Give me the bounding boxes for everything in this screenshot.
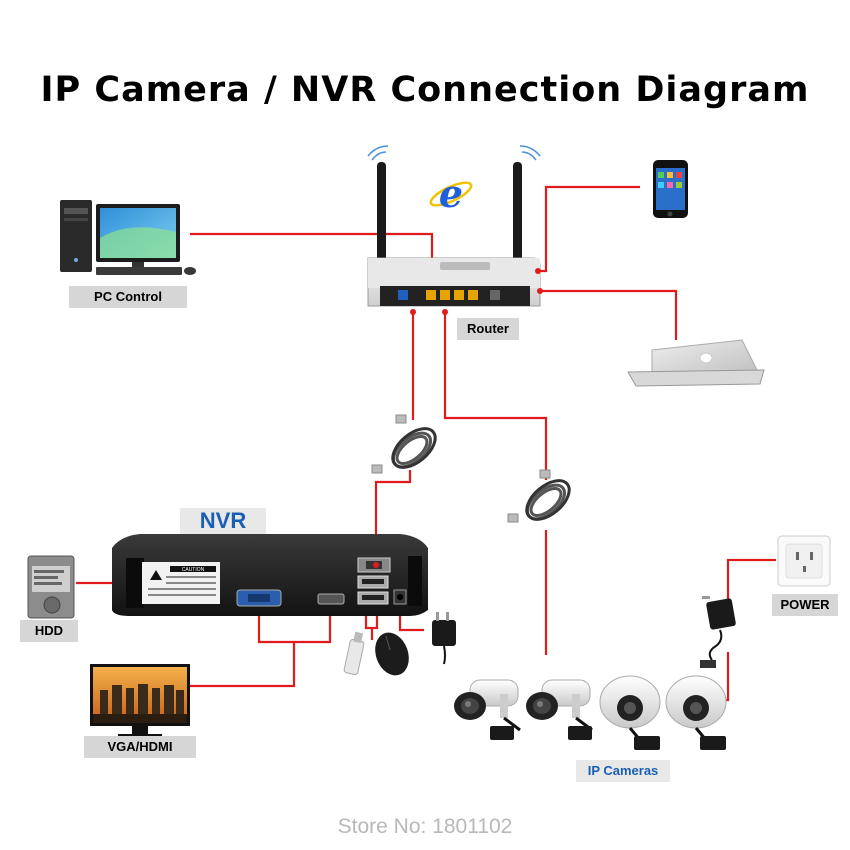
router-lan-ports (426, 290, 478, 300)
hard-drive (27, 555, 75, 619)
nvr-label: NVR (180, 508, 266, 534)
dome-camera-1 (599, 675, 661, 750)
diagram-title: IP Camera / NVR Connection Diagram (40, 70, 810, 110)
hdd-label: HDD (20, 620, 78, 642)
power-adapter-nvr (432, 612, 456, 665)
ethernet-cable-icon (371, 414, 437, 474)
wall-socket (777, 535, 831, 587)
wire-router-phone (538, 185, 640, 273)
usb-flash-drive (343, 631, 365, 676)
store-number: Store No: 1801102 (337, 815, 513, 838)
wire-power-adapter (726, 558, 776, 602)
pc-computer (60, 200, 196, 275)
wifi-signal-icon-right (519, 145, 541, 161)
router-antenna-right (513, 162, 522, 280)
hdmi-port (317, 593, 345, 605)
connection-wires (76, 185, 776, 702)
bullet-camera-1 (454, 679, 521, 740)
power-adapter-cameras (700, 596, 736, 668)
wire-nvr-monitor (190, 642, 296, 688)
wire-router-nvr-2 (374, 470, 412, 560)
internet-explorer-icon: e (429, 171, 473, 216)
smartphone (653, 160, 688, 218)
svg-text:CAUTION: CAUTION (182, 567, 205, 573)
monitor-display (90, 664, 190, 738)
power-label: POWER (772, 594, 838, 616)
mouse-device (375, 632, 409, 676)
pc-control-label: PC Control (69, 286, 187, 308)
pc-keyboard (96, 267, 182, 275)
wire-router-laptop (540, 289, 678, 340)
router-label: Router (457, 318, 519, 340)
ethernet-cable-icon-2 (507, 469, 571, 523)
router-device (367, 145, 543, 315)
wifi-signal-icon-left (367, 145, 389, 161)
router-antenna-left (377, 162, 386, 280)
vga-hdmi-label: VGA/HDMI (84, 736, 196, 758)
wire-router-cameras (443, 312, 548, 480)
nvr-device: CAUTION (112, 534, 428, 616)
ip-cameras-label: IP Cameras (576, 760, 670, 782)
svg-text:e: e (439, 171, 463, 216)
laptop (627, 339, 765, 387)
dome-camera-2 (665, 675, 727, 750)
bullet-camera-2 (526, 679, 593, 740)
